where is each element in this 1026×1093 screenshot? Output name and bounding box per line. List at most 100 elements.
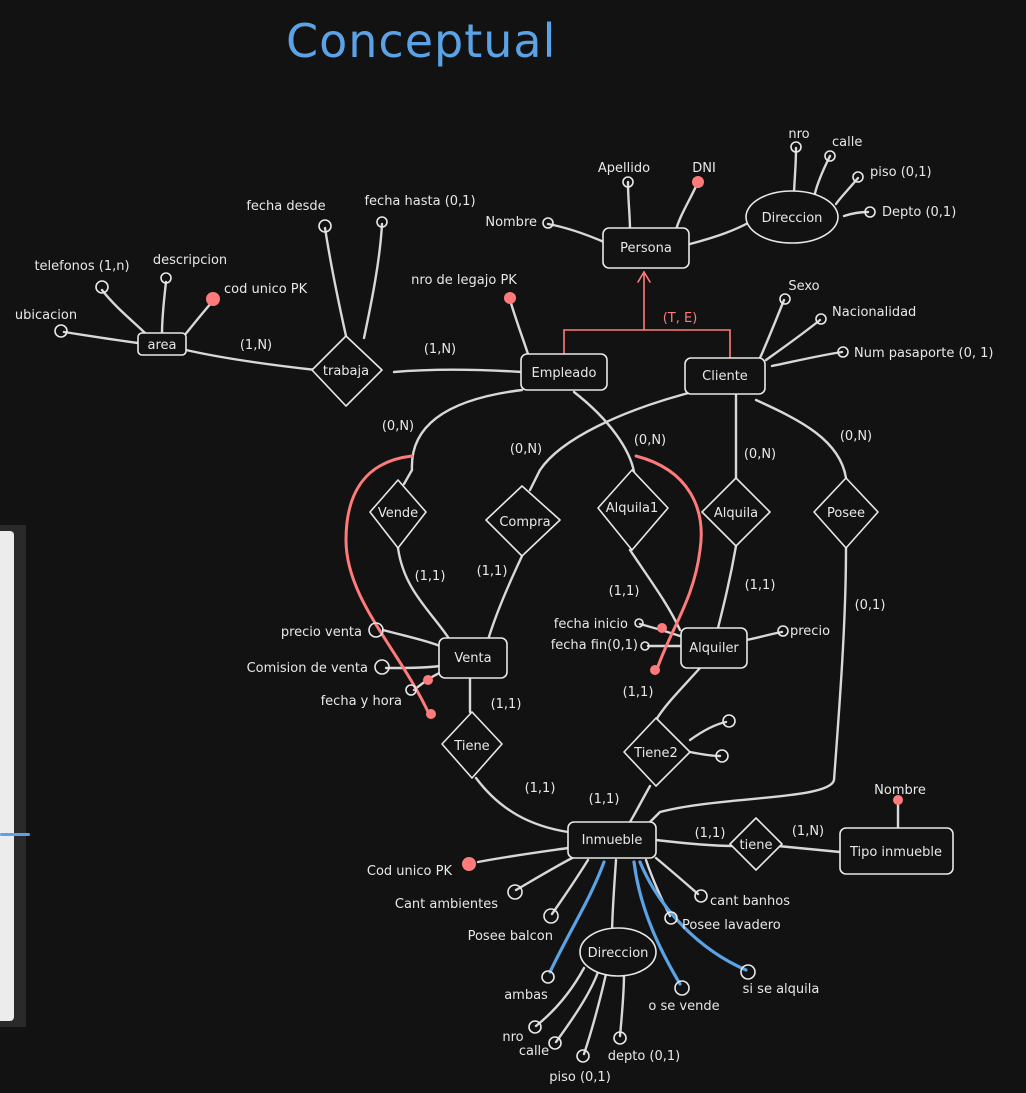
entity-area [137, 332, 187, 356]
label-si-se-alquila: si se alquila [743, 982, 820, 997]
label-ubicacion: ubicacion [15, 308, 77, 323]
entity-cliente [684, 357, 766, 395]
edge-pdir-nro [792, 146, 798, 198]
arc-ambas [548, 860, 606, 974]
key-dot-legajo [504, 292, 516, 304]
label-hierarchy: (T, E) [663, 311, 698, 326]
edge-empleado-vende [402, 388, 524, 486]
label-cliente: Cliente [702, 369, 748, 384]
attr-dot-ubicacion [54, 324, 68, 338]
label-cod-inmueble: Cod unico PK [367, 864, 453, 879]
attr-dot-fecha-inicio [634, 618, 644, 628]
label-nro-persona: nro [788, 127, 809, 142]
label-posee-balcon: Posee balcon [468, 929, 553, 944]
edge-venta-precio [381, 628, 442, 648]
edge-tiene2-inmueble [628, 784, 652, 824]
attr-dot-descripcion [160, 272, 172, 284]
attr-dot-telefonos [95, 280, 109, 294]
card-cliente-alquila: (0,N) [744, 447, 776, 462]
label-tiene2: Tiene2 [633, 746, 678, 761]
attr-dot-si-se-alquila [740, 964, 756, 980]
label-trabaja: trabaja [323, 364, 369, 379]
card-compra-venta: (1,1) [477, 564, 508, 579]
label-sexo: Sexo [788, 279, 819, 294]
attr-dot-tiene2-2 [715, 749, 729, 763]
attr-dot-pasaporte [837, 346, 849, 358]
entity-inmueble [567, 821, 657, 859]
edge-idir-calle [554, 970, 600, 1044]
label-persona-direccion: Direccion [762, 211, 823, 226]
card-posee-inmueble: (0,1) [855, 598, 886, 613]
card-alquila-alquiler: (1,1) [745, 578, 776, 593]
edge-area-telefonos [100, 288, 148, 336]
edge-area-descripcion [160, 280, 168, 336]
bracket-dot-alquiler-end [650, 665, 660, 675]
edge-inmueble-direccion [610, 858, 618, 938]
label-inmueble-direccion: Direccion [588, 946, 649, 961]
rel-posee [813, 477, 879, 549]
edge-vende-venta [396, 546, 452, 642]
entity-alquiler [680, 627, 748, 669]
label-posee: Posee [827, 506, 865, 521]
arc-alquila1-bracket [634, 454, 703, 674]
bracket-dot-venta [423, 675, 433, 685]
edge-alquiler-tiene2 [654, 666, 702, 722]
label-venta: Venta [454, 651, 491, 666]
edge-hierarchy-empleado [563, 329, 731, 359]
card-venta-tiene: (1,1) [491, 697, 522, 712]
edge-tiene-inmueble [474, 776, 570, 834]
entity-empleado [520, 353, 608, 391]
attr-dot-ambas [541, 970, 555, 984]
edge-posee-inmueble [648, 546, 848, 824]
entity-venta [438, 637, 508, 679]
composite-persona-direccion [745, 190, 839, 244]
label-pasaporte: Num pasaporte (0, 1) [854, 346, 993, 361]
edge-cliente-pasaporte [770, 350, 844, 368]
edge-pdir-calle [812, 154, 832, 200]
card-area-trabaja: (1,N) [240, 338, 272, 353]
card-vende-venta: (1,1) [415, 569, 446, 584]
composite-inmueble-direccion [579, 927, 657, 977]
edge-empleado-alquila1 [572, 390, 636, 474]
attr-dot-depto-persona [864, 206, 876, 218]
edge-inmueble-ambientes [514, 854, 578, 892]
edge-inmueble-cod [476, 846, 570, 864]
attr-dot-piso-inmueble [576, 1049, 590, 1063]
attr-dot-nombre-persona [542, 217, 554, 229]
label-area: area [148, 338, 177, 353]
rel-tiene-tipo [729, 817, 783, 871]
edge-hierarchy-arrow [637, 270, 651, 283]
attr-dot-comision [374, 659, 390, 675]
label-depto-inmueble: depto (0,1) [608, 1049, 681, 1064]
card-tiene-inmueble: (1,1) [525, 781, 556, 796]
edge-inmueble-balcon [550, 858, 590, 916]
label-dni: DNI [692, 161, 716, 176]
edge-alquiler-precio [744, 630, 784, 642]
label-piso-persona: piso (0,1) [870, 165, 932, 180]
attr-dot-tiene2-1 [722, 714, 736, 728]
label-compra: Compra [499, 515, 550, 530]
attr-dot-calle-inmueble [548, 1036, 562, 1050]
entity-tipo-inmueble [839, 827, 954, 875]
attr-dot-cant-ambientes [507, 884, 523, 900]
label-descripcion: descripcion [153, 253, 227, 268]
label-calle-inmueble: calle [519, 1044, 549, 1059]
edge-trabaja-fhasta [362, 222, 384, 340]
label-calle-persona: calle [832, 135, 862, 150]
edge-idir-piso [582, 972, 608, 1056]
card-inmueble-tiene: (1,1) [695, 826, 726, 841]
attr-dot-calle-persona [824, 150, 836, 162]
edge-inmueble-tiene [654, 838, 736, 848]
card-trabaja-empleado: (1,N) [424, 342, 456, 357]
label-persona: Persona [620, 241, 672, 256]
bracket-dot-alquiler [657, 623, 667, 633]
side-panel[interactable] [0, 525, 26, 1027]
label-inmueble: Inmueble [582, 833, 643, 848]
edge-idir-depto [618, 972, 626, 1038]
rel-alquila1 [597, 469, 669, 551]
edge-persona-direccion [688, 220, 752, 246]
card-alquiler-tiene2: (1,1) [623, 685, 654, 700]
label-telefonos: telefonos (1,n) [34, 259, 129, 274]
label-fecha-desde: fecha desde [246, 199, 325, 214]
attr-dot-nacionalidad [815, 313, 827, 325]
